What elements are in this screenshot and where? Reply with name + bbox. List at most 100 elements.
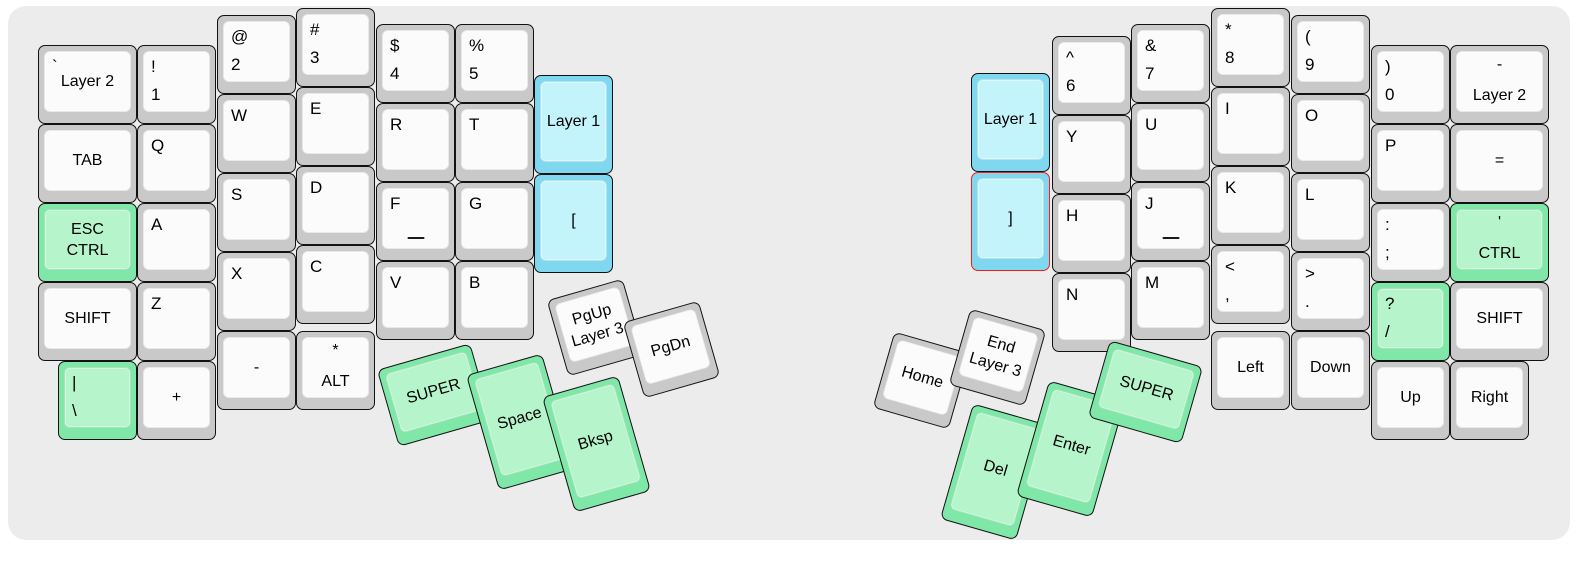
key-v-legend-top: V	[390, 273, 402, 292]
key-0-paren[interactable]: )0	[1371, 45, 1450, 124]
key-slash-question-legend-bottom: /	[1385, 322, 1390, 341]
key-d[interactable]: D	[296, 166, 375, 245]
key-right-arrow[interactable]: Right	[1450, 361, 1529, 440]
key-e[interactable]: E	[296, 87, 375, 166]
key-b[interactable]: B	[455, 261, 534, 340]
key-r[interactable]: R	[376, 103, 455, 182]
key-a-legend-top: A	[151, 215, 163, 234]
key-9-paren[interactable]: (9	[1291, 15, 1370, 94]
key-c[interactable]: C	[296, 245, 375, 324]
key-q[interactable]: Q	[137, 124, 216, 203]
key-up-arrow-cap: Up	[1377, 367, 1444, 428]
key-7-amp-legend-top: &	[1145, 36, 1157, 55]
key-slash-question[interactable]: ?/	[1371, 282, 1450, 361]
key-minus-left-cap: -	[223, 337, 290, 398]
key-5-percent[interactable]: %5	[455, 24, 534, 103]
key-v[interactable]: V	[376, 261, 455, 340]
key-l[interactable]: L	[1291, 173, 1370, 252]
key-minus-left-legend-center: -	[253, 358, 260, 376]
key-equals-cap: =	[1456, 130, 1543, 191]
key-1-exclam-cap: !1	[143, 51, 210, 112]
key-quote-ctrl[interactable]: 'CTRL	[1450, 203, 1549, 282]
key-0-paren-legend-top: )	[1385, 57, 1391, 76]
key-6-caret-legend-bottom: 6	[1066, 76, 1076, 95]
key-4-dollar-legend-bottom: 4	[390, 64, 400, 83]
key-up-arrow-legend-center: Up	[1400, 388, 1421, 406]
key-period-gt-cap: >.	[1297, 258, 1364, 319]
key-plus-cap: +	[143, 367, 210, 428]
key-minus-left[interactable]: -	[217, 331, 296, 410]
key-up-arrow[interactable]: Up	[1371, 361, 1450, 440]
key-y[interactable]: Y	[1052, 115, 1131, 194]
key-6-caret[interactable]: ^6	[1052, 36, 1131, 115]
key-5-percent-legend-top: %	[469, 36, 485, 55]
key-r-cap: R	[382, 109, 449, 170]
key-quote-ctrl-cap: 'CTRL	[1456, 209, 1543, 270]
key-e-cap: E	[302, 93, 369, 154]
key-layer1-right[interactable]: Layer 1	[971, 73, 1050, 172]
key-semicolon[interactable]: :;	[1371, 203, 1450, 282]
key-n-cap: N	[1058, 279, 1125, 340]
key-plus-legend-center: +	[171, 388, 182, 406]
key-9-paren-legend-top: (	[1305, 27, 1311, 46]
key-1-exclam[interactable]: !1	[137, 45, 216, 124]
key-h[interactable]: H	[1052, 194, 1131, 273]
key-3-hash-legend-top: #	[310, 20, 320, 39]
key-plus[interactable]: +	[137, 361, 216, 440]
key-period-gt-legend-bottom: .	[1305, 292, 1310, 311]
key-5-percent-cap: %5	[461, 30, 528, 91]
key-t[interactable]: T	[455, 103, 534, 182]
key-j[interactable]: J	[1131, 182, 1210, 261]
key-k[interactable]: K	[1211, 166, 1290, 245]
key-bracket-left[interactable]: [	[534, 174, 613, 273]
key-u-cap: U	[1137, 109, 1204, 170]
key-o[interactable]: O	[1291, 94, 1370, 173]
key-layer1-left[interactable]: Layer 1	[534, 75, 613, 174]
key-y-cap: Y	[1058, 121, 1125, 182]
key-s[interactable]: S	[217, 173, 296, 252]
key-z[interactable]: Z	[137, 282, 216, 361]
key-asterisk-alt-legend-top-center: *	[332, 342, 339, 359]
key-down-arrow[interactable]: Down	[1291, 331, 1370, 410]
key-g[interactable]: G	[455, 182, 534, 261]
key-asterisk-alt[interactable]: *ALT	[296, 331, 375, 410]
key-j-homing-bar	[1162, 236, 1179, 239]
key-shift-right-legend-center: SHIFT	[1476, 309, 1523, 327]
key-8-asterisk[interactable]: *8	[1211, 8, 1290, 87]
key-f[interactable]: F	[376, 182, 455, 261]
key-minus-layer2-legend-top-center: -	[1496, 56, 1503, 73]
key-q-cap: Q	[143, 130, 210, 191]
key-7-amp-legend-bottom: 7	[1145, 64, 1155, 83]
key-x[interactable]: X	[217, 252, 296, 331]
key-w[interactable]: W	[217, 94, 296, 173]
key-bracket-right-legend-center: ]	[1008, 209, 1013, 227]
key-shift-left[interactable]: SHIFT	[38, 282, 137, 361]
key-semicolon-legend-top: :	[1385, 215, 1390, 234]
key-i[interactable]: I	[1211, 87, 1290, 166]
key-comma-lt[interactable]: <,	[1211, 245, 1290, 324]
key-2-at[interactable]: @2	[217, 15, 296, 94]
key-minus-layer2[interactable]: -Layer 2	[1450, 45, 1549, 124]
key-shift-right[interactable]: SHIFT	[1450, 282, 1549, 361]
key-p[interactable]: P	[1371, 124, 1450, 203]
key-7-amp[interactable]: &7	[1131, 24, 1210, 103]
key-pipe-backslash[interactable]: |\	[58, 361, 137, 440]
key-period-gt[interactable]: >.	[1291, 252, 1370, 331]
key-1-exclam-legend-bottom: 1	[151, 85, 161, 104]
key-a[interactable]: A	[137, 203, 216, 282]
key-u[interactable]: U	[1131, 103, 1210, 182]
key-equals[interactable]: =	[1450, 124, 1549, 203]
key-grave-layer2[interactable]: `Layer 2	[38, 45, 137, 124]
key-tab[interactable]: TAB	[38, 124, 137, 203]
key-m[interactable]: M	[1131, 261, 1210, 340]
key-3-hash[interactable]: #3	[296, 8, 375, 87]
key-4-dollar[interactable]: $4	[376, 24, 455, 103]
key-left-arrow[interactable]: Left	[1211, 331, 1290, 410]
key-n[interactable]: N	[1052, 273, 1131, 352]
key-bracket-right[interactable]: ]	[971, 172, 1050, 271]
key-slash-question-legend-top: ?	[1385, 294, 1395, 313]
